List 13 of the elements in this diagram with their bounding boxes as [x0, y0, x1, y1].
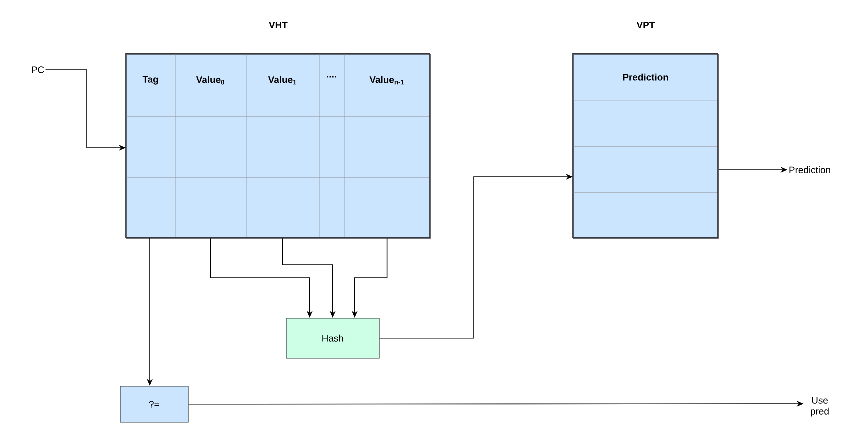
- table-column: Value$_{1}$: [246, 54, 320, 239]
- header-cell: Prediction: [573, 54, 719, 101]
- table-column: Tag: [126, 54, 176, 239]
- output-label: Prediction: [790, 166, 830, 174]
- node-label: VHT: [269, 22, 288, 28]
- table-column: Value$_{n-1}$: [344, 54, 431, 239]
- output-label: Use pred: [811, 397, 829, 417]
- hash-box: Hash: [286, 318, 380, 359]
- table-column: ....: [319, 54, 345, 239]
- node-label: VPT: [636, 22, 656, 28]
- comparator-box: ?=: [120, 386, 189, 423]
- input-label: PC: [32, 66, 44, 74]
- table-column: Value$_{0}$: [175, 54, 247, 239]
